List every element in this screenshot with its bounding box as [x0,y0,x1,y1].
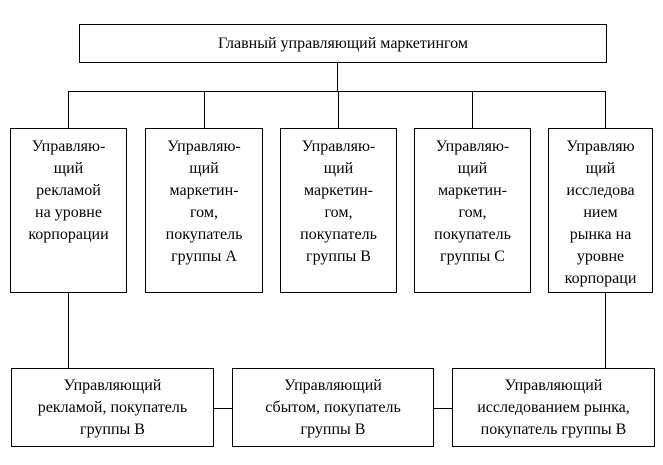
node-marketing-manager-group-c: Управляю- щий маркетин- гом, покупатель … [414,128,531,293]
connector-drop-2 [204,91,205,128]
connector-horizontal-bus [68,91,606,92]
node-marketing-manager-group-b: Управляю- щий маркетин- гом, покупатель … [280,128,397,293]
connector-drop-5 [605,91,606,128]
connector-ads-corp-to-ads-b [68,292,69,368]
node-advertising-manager-group-b: Управляющий рекламой, покупатель группы … [11,368,214,447]
connector-ads-b-to-sales-b [213,408,233,409]
node-advertising-manager-corporate: Управляю- щий рекламой на уровне корпора… [10,128,127,293]
connector-research-corp-to-research-b [605,292,606,368]
node-sales-manager-group-b: Управляющий сбытом, покупатель группы В [232,368,434,447]
node-market-research-manager-corporate: Управляю щий исследова нием рынка на уро… [548,128,653,293]
connector-sales-b-to-research-b [433,408,453,409]
node-market-research-manager-group-b: Управляющий исследованием рынка, покупат… [452,368,655,447]
node-label: Главный управляющий маркетингом [217,34,468,52]
connector-top-down [337,62,338,91]
node-label: Управляющий исследованием рынка, покупат… [477,376,630,438]
connector-drop-3 [338,91,339,128]
node-label: Управляю- щий маркетин- гом, покупатель … [300,138,377,265]
node-label: Управляю- щий маркетин- гом, покупатель … [165,138,243,265]
connector-drop-4 [472,91,473,128]
node-label: Управляю- щий рекламой на уровне корпора… [28,138,109,243]
node-label: Управляющий рекламой, покупатель группы … [37,376,188,438]
node-label: Управляю щий исследова нием рынка на уро… [564,138,637,287]
node-chief-marketing-manager: Главный управляющий маркетингом [79,24,607,63]
node-label: Управляю- щий маркетин- гом, покупатель … [434,138,511,265]
node-marketing-manager-group-a: Управляю- щий маркетин- гом, покупатель … [145,128,263,293]
connector-drop-1 [68,91,69,128]
node-label: Управляющий сбытом, покупатель группы В [265,376,401,438]
